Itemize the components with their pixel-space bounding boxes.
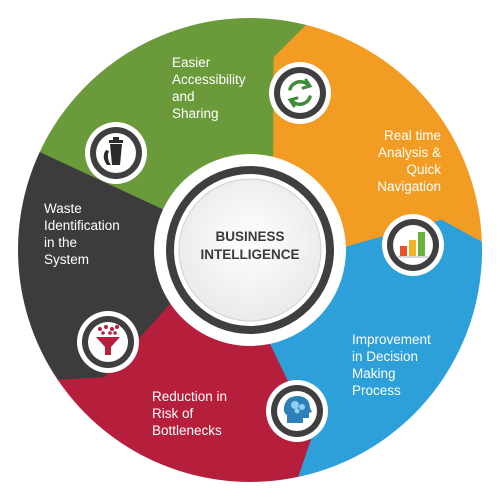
head-brain-icon bbox=[283, 396, 312, 423]
head-brain-icon-badge bbox=[266, 380, 328, 442]
sync-icon bbox=[287, 78, 313, 108]
recycle-bin-icon bbox=[103, 137, 123, 165]
bar-chart-icon-badge bbox=[382, 214, 444, 276]
sync-icon-badge bbox=[269, 62, 331, 124]
label-waste-identification: Waste Identification in the System bbox=[44, 201, 120, 267]
bar-chart-icon bbox=[398, 232, 428, 258]
label-decision-making: Improvement in Decision Making Process bbox=[352, 332, 431, 398]
center-title: BUSINESS INTELLIGENCE bbox=[200, 229, 300, 262]
funnel-icon bbox=[96, 325, 120, 355]
recycle-bin-icon-badge bbox=[85, 122, 147, 184]
hub-face bbox=[178, 178, 322, 322]
label-accessibility: Easier Accessibility and Sharing bbox=[172, 55, 246, 121]
funnel-icon-badge bbox=[77, 311, 139, 373]
label-realtime-analysis: Real time Analysis & Quick Navigation bbox=[377, 128, 441, 194]
label-bottlenecks: Reduction in Risk of Bottlenecks bbox=[152, 389, 228, 438]
